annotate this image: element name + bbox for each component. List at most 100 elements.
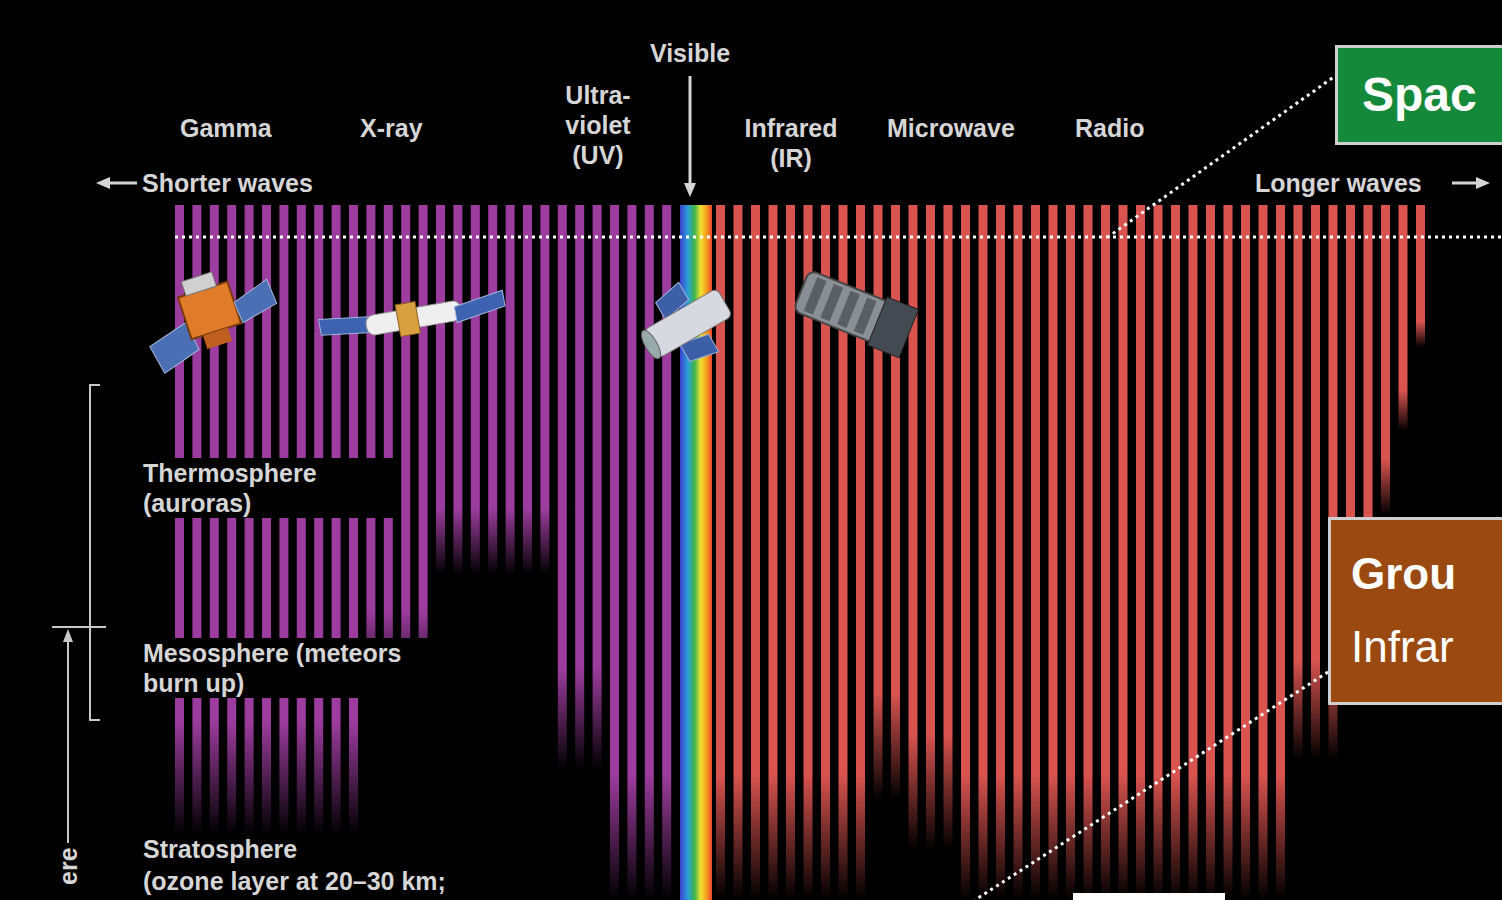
instrument xyxy=(181,272,216,296)
spectrum-stripe xyxy=(453,205,462,575)
spectrum-stripe xyxy=(314,205,323,835)
spectrum-stripe xyxy=(575,205,584,770)
spectrum-stripes xyxy=(175,205,1425,900)
spectrum-stripe xyxy=(1101,205,1110,900)
instrument xyxy=(203,328,232,349)
body-slat xyxy=(854,298,877,335)
bracket-tick xyxy=(52,626,106,628)
spectrum-stripe xyxy=(1399,205,1408,431)
spectrum-stripe xyxy=(610,205,619,900)
spectrum-stripe xyxy=(471,205,480,575)
spectrum-stripe xyxy=(1416,205,1425,347)
arrow-line xyxy=(1452,182,1478,185)
spectrum-stripe xyxy=(419,205,428,700)
spectrum-stripe xyxy=(401,205,410,700)
spectrum-stripe xyxy=(523,205,532,575)
xray-satellite xyxy=(318,286,507,350)
spectrum-stripe xyxy=(1084,205,1093,900)
satellite-body xyxy=(365,300,463,336)
layer-label: Thermosphere (auroras) xyxy=(140,458,400,518)
box-heading: Grou xyxy=(1351,548,1494,601)
spectrum-stripe xyxy=(786,205,795,900)
box-text: Infrar xyxy=(1351,621,1494,674)
band-label: Infrared (IR) xyxy=(726,113,856,173)
white-patch xyxy=(1073,893,1225,900)
leader-line xyxy=(1108,74,1338,237)
spectrum-stripe xyxy=(1259,205,1268,900)
spectrum-stripe xyxy=(1171,205,1180,900)
spectrum-stripe xyxy=(627,205,636,900)
solar-panel xyxy=(319,311,372,341)
spectrum-stripe xyxy=(769,205,778,900)
spectrum-stripe xyxy=(1241,205,1250,900)
callout-box: Spac xyxy=(1335,45,1502,145)
arrow-line xyxy=(689,76,692,185)
arrow-head xyxy=(1476,177,1490,189)
spectrum-stripe xyxy=(944,205,953,850)
layer-label: Stratosphere xyxy=(140,834,300,864)
spectrum-stripe xyxy=(1294,205,1303,760)
spectrum-stripe xyxy=(1276,205,1285,900)
band-label: X-ray xyxy=(357,113,426,143)
spectrum-stripe xyxy=(1119,205,1128,900)
solar-panel xyxy=(231,279,280,324)
body-slat xyxy=(804,277,827,314)
spectrum-stripe xyxy=(558,205,567,770)
spectrum-stripe xyxy=(436,205,445,575)
spectrum-stripe xyxy=(645,205,654,900)
bracket-line xyxy=(90,385,100,720)
spectrum-stripe xyxy=(979,205,988,900)
band-label: Microwave xyxy=(884,113,1018,143)
instrument xyxy=(395,302,420,337)
solar-panel xyxy=(453,290,506,322)
band-label: Shorter waves xyxy=(139,168,316,198)
spectrum-stripe xyxy=(332,205,341,835)
spectrum-stripe xyxy=(1206,205,1215,900)
layer-label: (ozone layer at 20–30 km; xyxy=(140,866,449,896)
gamma-satellite xyxy=(134,256,287,375)
spectrum-stripe xyxy=(909,205,918,850)
band-label: Visible xyxy=(630,38,750,68)
box-heading: Spac xyxy=(1362,66,1494,124)
arrow-line xyxy=(108,182,137,185)
arrow-head xyxy=(96,177,110,189)
atmosphere-bracket xyxy=(52,385,106,843)
spectrum-stripe xyxy=(1031,205,1040,900)
band-label: Longer waves xyxy=(1252,168,1425,198)
body-slat xyxy=(820,284,843,321)
spectrum-stripe xyxy=(1014,205,1023,900)
spectrum-stripe xyxy=(297,205,306,835)
spectrum-stripe xyxy=(488,205,497,575)
leader-line xyxy=(975,672,1328,900)
callout-box: GrouInfrar xyxy=(1328,517,1502,705)
spectrum-stripe xyxy=(1311,205,1320,760)
spectrum-stripe xyxy=(1381,205,1390,515)
body-slat xyxy=(837,291,860,328)
spectrum-stripe xyxy=(751,205,760,900)
spectrum-stripe xyxy=(1066,205,1075,900)
spectrum-stripe xyxy=(1049,205,1058,900)
arrow-head xyxy=(63,629,73,642)
spectrum-stripe xyxy=(891,205,900,800)
spectrum-stripe xyxy=(1189,205,1198,900)
spectrum-stripe xyxy=(1224,205,1233,900)
arrow-head xyxy=(684,183,696,197)
direction-arrows xyxy=(96,76,1490,197)
dotted-line xyxy=(175,236,1502,239)
spectrum-stripe xyxy=(996,205,1005,900)
spectrum-stripe xyxy=(734,205,743,900)
band-label: Ultra- violet (UV) xyxy=(543,80,653,170)
spectrum-stripe xyxy=(593,205,602,770)
band-label: Radio xyxy=(1072,113,1147,143)
spectrum-stripe xyxy=(279,205,288,835)
hubble-satellite xyxy=(626,267,745,382)
spectrum-stripe xyxy=(349,205,358,835)
bracket-arrow-line xyxy=(67,640,69,843)
spectrum-stripe xyxy=(1136,205,1145,900)
spectrum-stripe xyxy=(384,205,393,700)
infrared-satellite xyxy=(791,266,918,358)
spectrum-stripe xyxy=(1154,205,1163,900)
spectrum-stripe xyxy=(874,205,883,800)
aperture xyxy=(638,328,664,362)
